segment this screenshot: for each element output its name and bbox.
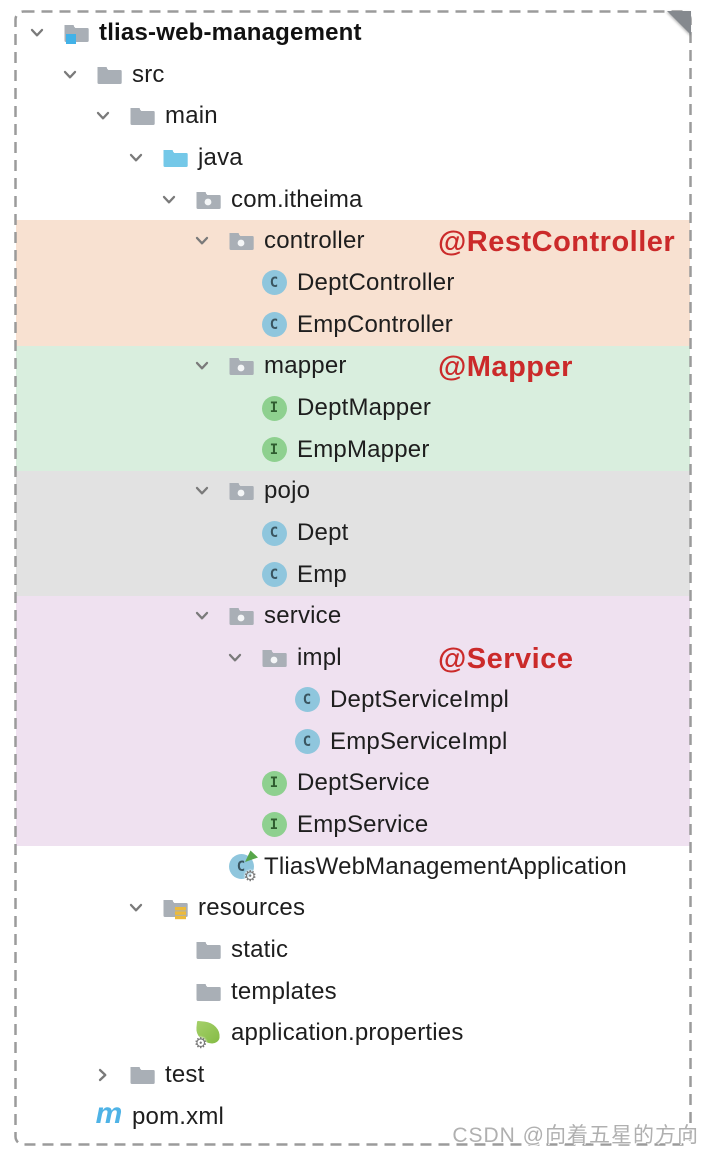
tree-item-label: pom.xml bbox=[132, 1102, 225, 1130]
tree-row-tliaswebmanagementapplication[interactable]: C⚙TliasWebManagementApplication bbox=[16, 846, 690, 888]
tree-row-resources[interactable]: resources bbox=[16, 887, 690, 929]
package-folder-icon bbox=[261, 645, 287, 671]
tree-row-empservice[interactable]: I EmpService bbox=[16, 804, 690, 846]
tree-item-label: Emp bbox=[297, 560, 347, 588]
tree-row-emp[interactable]: C Emp bbox=[16, 553, 690, 596]
interface-icon: I bbox=[261, 770, 287, 796]
class-icon: C bbox=[261, 520, 287, 546]
tree-item-label: EmpServiceImpl bbox=[330, 727, 508, 755]
tree-item-label: impl bbox=[297, 644, 342, 672]
tree-row-static[interactable]: static bbox=[16, 929, 690, 971]
resources-folder-icon bbox=[162, 895, 188, 921]
tree-row-deptserviceimpl[interactable]: C DeptServiceImpl bbox=[16, 679, 690, 721]
chevron-down-icon[interactable] bbox=[28, 24, 63, 42]
chevron-down-icon[interactable] bbox=[61, 66, 96, 84]
package-folder-icon bbox=[195, 187, 221, 213]
chevron-down-icon[interactable] bbox=[193, 607, 228, 625]
folder-icon bbox=[129, 103, 155, 129]
tree-item-label: pojo bbox=[264, 477, 311, 505]
package-folder-icon bbox=[228, 603, 254, 629]
tree-item-label: templates bbox=[231, 977, 337, 1005]
tree-row-tlias-web-management[interactable]: tlias-web-management bbox=[16, 12, 690, 54]
tree-row-deptservice[interactable]: I DeptService bbox=[16, 762, 690, 805]
java-folder-icon bbox=[162, 145, 188, 171]
tree-row-deptmapper[interactable]: I DeptMapper bbox=[16, 387, 690, 429]
tree-item-label: test bbox=[165, 1061, 205, 1089]
folder-icon bbox=[129, 1062, 155, 1088]
chevron-down-icon[interactable] bbox=[193, 357, 228, 375]
tree-item-label: java bbox=[198, 143, 243, 171]
tree-item-label: controller bbox=[264, 227, 365, 255]
interface-icon: I bbox=[261, 395, 287, 421]
tree-row-test[interactable]: test bbox=[16, 1054, 690, 1096]
tree-row-empcontroller[interactable]: C EmpController bbox=[16, 303, 690, 346]
tree-row-main[interactable]: main bbox=[16, 95, 690, 137]
tree-item-label: DeptService bbox=[297, 769, 430, 797]
interface-icon: I bbox=[261, 437, 287, 463]
folder-icon bbox=[195, 979, 221, 1005]
tree-item-label: EmpService bbox=[297, 810, 429, 838]
tree-item-label: EmpMapper bbox=[297, 435, 430, 463]
tree-row-mapper[interactable]: mapper @Mapper bbox=[16, 345, 690, 388]
spring-config-icon: ⚙ bbox=[194, 1020, 222, 1051]
tree-item-label: mapper bbox=[264, 352, 347, 380]
chevron-down-icon[interactable] bbox=[127, 899, 162, 917]
chevron-right-icon[interactable] bbox=[94, 1066, 129, 1084]
tree-row-impl[interactable]: impl @Service bbox=[16, 637, 690, 679]
tree-row-com-itheima[interactable]: com.itheima bbox=[16, 179, 690, 221]
tree-row-pojo[interactable]: pojo bbox=[16, 470, 690, 513]
class-icon: C bbox=[294, 729, 320, 755]
class-icon: C bbox=[261, 270, 287, 296]
class-icon: C bbox=[261, 562, 287, 588]
chevron-down-icon[interactable] bbox=[94, 107, 129, 125]
tree-item-label: main bbox=[165, 102, 218, 130]
tree-item-label: EmpController bbox=[297, 310, 453, 338]
tree-item-label: DeptServiceImpl bbox=[330, 685, 510, 713]
csdn-watermark: CSDN @向着五星的方向 bbox=[452, 1124, 699, 1147]
folder-icon bbox=[195, 937, 221, 963]
chevron-down-icon[interactable] bbox=[193, 232, 228, 250]
chevron-down-icon[interactable] bbox=[160, 191, 195, 209]
chevron-down-icon[interactable] bbox=[226, 649, 261, 667]
chevron-down-icon[interactable] bbox=[127, 149, 162, 167]
annotation-service: @Service bbox=[438, 642, 574, 675]
tree-item-label: src bbox=[132, 60, 165, 88]
tree-item-label: static bbox=[231, 935, 289, 963]
tree-item-label: tlias-web-management bbox=[99, 18, 362, 46]
tree-row-templates[interactable]: templates bbox=[16, 971, 690, 1013]
page-corner-fold-decoration bbox=[667, 11, 691, 35]
chevron-down-icon[interactable] bbox=[193, 482, 228, 500]
tree-item-label: TliasWebManagementApplication bbox=[264, 852, 627, 880]
package-folder-icon bbox=[228, 478, 254, 504]
package-folder-icon bbox=[228, 353, 254, 379]
tree-item-label: DeptMapper bbox=[297, 394, 432, 422]
tree-row-service[interactable]: service bbox=[16, 595, 690, 638]
project-folder-icon bbox=[63, 20, 89, 46]
class-icon: C bbox=[261, 312, 287, 338]
class-icon: C bbox=[294, 687, 320, 713]
tree-item-label: service bbox=[264, 602, 342, 630]
tree-item-label: DeptController bbox=[297, 268, 455, 296]
tree-row-controller[interactable]: controller @RestController bbox=[16, 220, 690, 263]
tree-item-label: resources bbox=[198, 894, 306, 922]
interface-icon: I bbox=[261, 812, 287, 838]
tree-row-empmapper[interactable]: I EmpMapper bbox=[16, 428, 690, 471]
annotation-mapper: @Mapper bbox=[438, 351, 573, 384]
annotation-restcontroller: @RestController bbox=[438, 226, 676, 259]
maven-icon: m bbox=[95, 1096, 123, 1130]
tree-item-label: com.itheima bbox=[231, 185, 363, 213]
tree-row-dept[interactable]: C Dept bbox=[16, 512, 690, 554]
tree-row-empserviceimpl[interactable]: C EmpServiceImpl bbox=[16, 720, 690, 763]
folder-icon bbox=[96, 62, 122, 88]
tree-row-src[interactable]: src bbox=[16, 54, 690, 96]
tree-row-application-properties[interactable]: ⚙ application.properties bbox=[16, 1013, 690, 1055]
tree-item-label: Dept bbox=[297, 519, 349, 547]
springboot-class-icon: C⚙ bbox=[228, 850, 258, 884]
tree-item-label: application.properties bbox=[231, 1019, 464, 1047]
tree-row-java[interactable]: java bbox=[16, 137, 690, 179]
package-folder-icon bbox=[228, 228, 254, 254]
tree-row-deptcontroller[interactable]: C DeptController bbox=[16, 262, 690, 304]
